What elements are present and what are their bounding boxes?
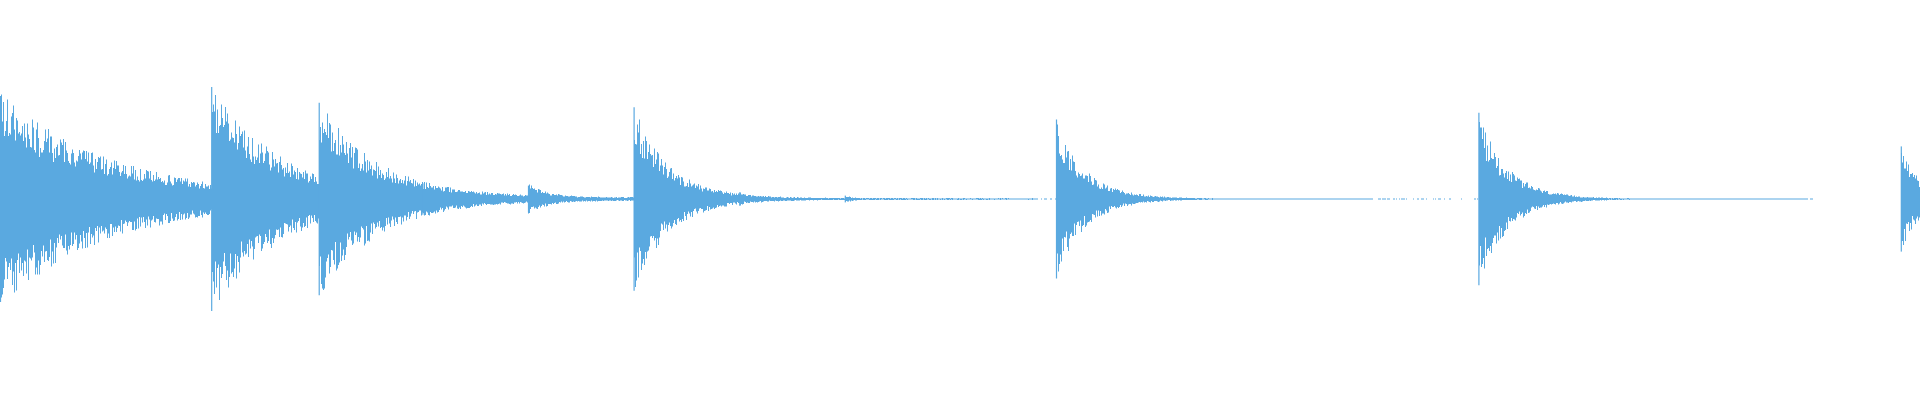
waveform-path bbox=[0, 94, 1920, 300]
waveform-peaks bbox=[0, 87, 1920, 311]
